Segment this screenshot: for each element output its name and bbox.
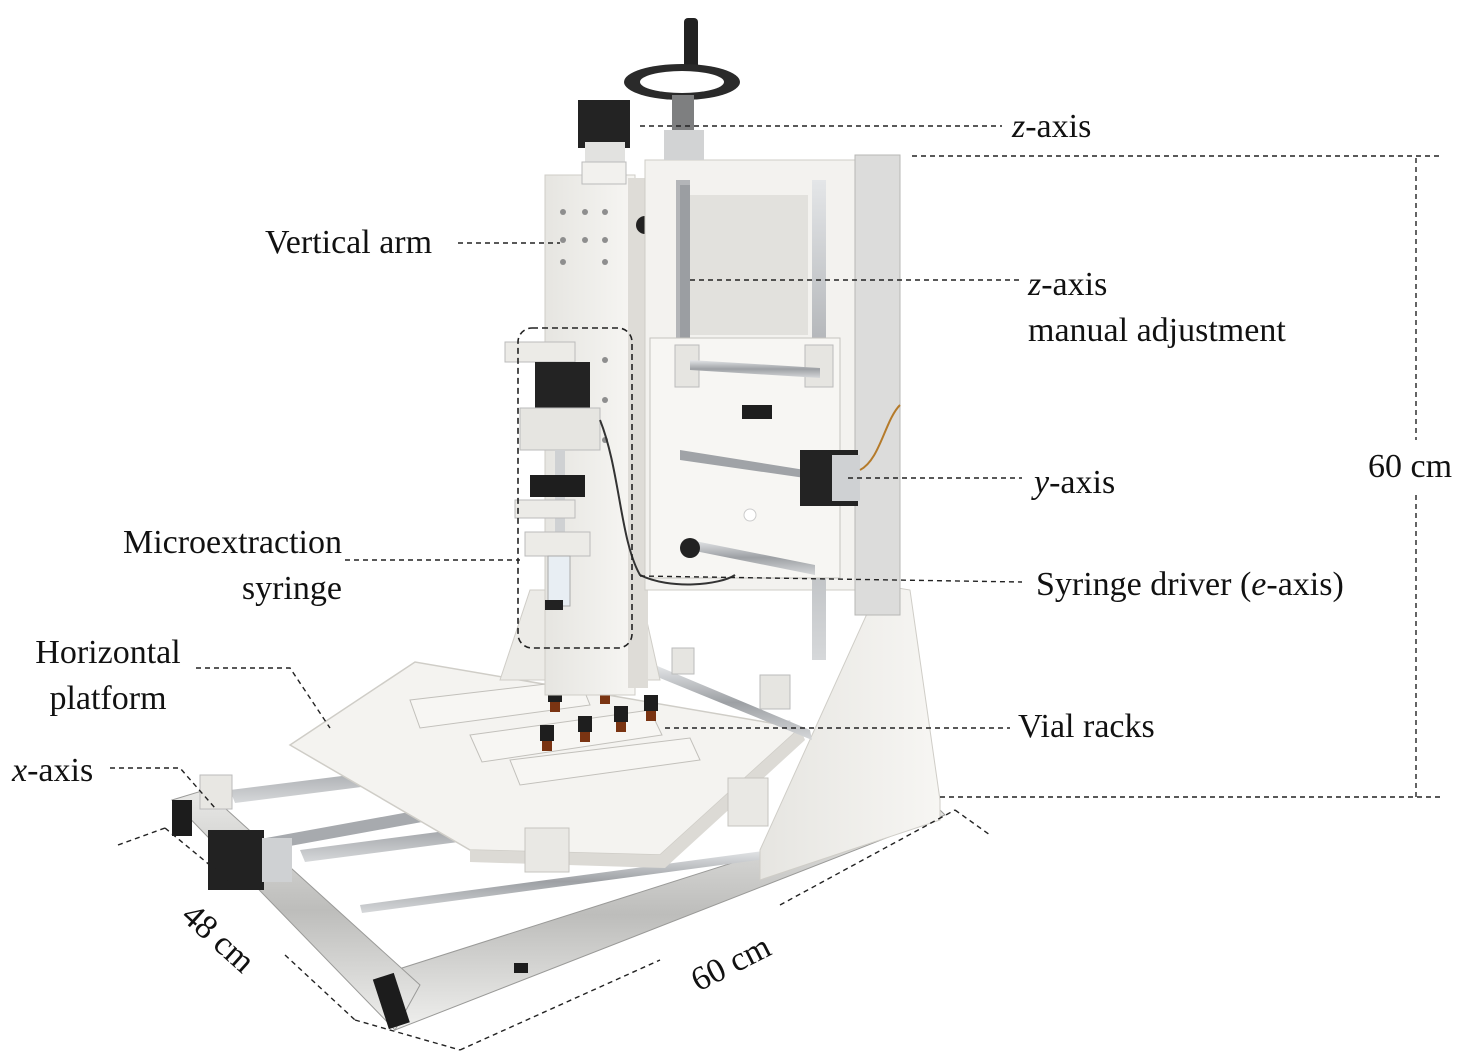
label-z-manual-adjustment: z-axis manual adjustment bbox=[1028, 266, 1286, 349]
syringe-driver-leader bbox=[639, 575, 1023, 583]
label-x-axis: x-axis bbox=[12, 752, 94, 789]
width-dim-c bbox=[954, 809, 991, 836]
rail-end-cap bbox=[372, 972, 410, 1030]
y-lead-screw bbox=[680, 450, 805, 478]
width-dim-a bbox=[459, 959, 661, 1051]
depth-dim-d bbox=[354, 1019, 461, 1051]
z-lead-screw bbox=[680, 185, 690, 345]
rail-end-cap bbox=[172, 800, 192, 836]
label-horizontal-platform: Horizontal platform bbox=[35, 634, 181, 717]
label-y-axis: y-axis bbox=[1034, 464, 1116, 501]
leader-lines bbox=[110, 125, 1444, 1051]
label-height: 60 cm bbox=[1368, 448, 1453, 485]
depth-dim-a bbox=[117, 827, 166, 846]
vial-racks bbox=[409, 678, 701, 786]
label-syringe-driver: Syringe driver (e-axis) bbox=[1036, 566, 1344, 603]
x-axis-motor bbox=[199, 774, 292, 890]
width-dim-b bbox=[779, 809, 956, 906]
label-z-axis: z-axis bbox=[1012, 108, 1092, 145]
platform-rods bbox=[655, 647, 812, 740]
syringe-highlight-box bbox=[517, 327, 633, 649]
horizontal-platform-leader bbox=[196, 667, 331, 729]
x-lead-screw bbox=[255, 810, 422, 852]
syringe-module bbox=[504, 341, 736, 610]
handwheel bbox=[624, 18, 740, 160]
z-axis-motor bbox=[578, 100, 630, 185]
label-vertical-arm: Vertical arm bbox=[265, 224, 433, 261]
depth-dim-c bbox=[284, 954, 356, 1021]
depth-dim-b bbox=[164, 827, 241, 891]
label-microextraction-syringe: Microextraction syringe bbox=[122, 524, 342, 607]
label-vial-racks: Vial racks bbox=[1018, 708, 1155, 745]
